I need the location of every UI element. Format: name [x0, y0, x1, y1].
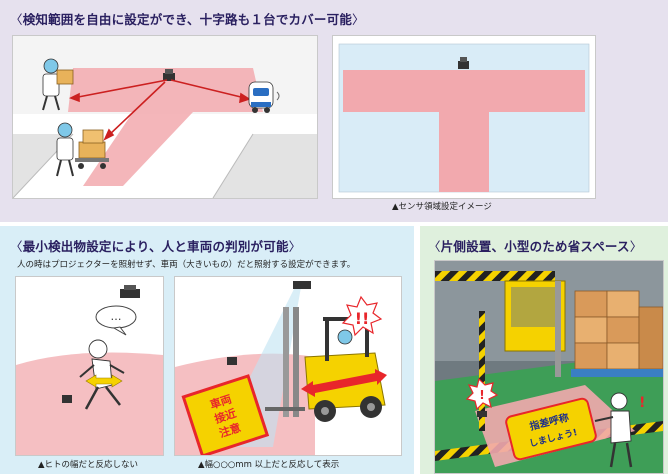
floor-sign-line-1: 車両 [208, 392, 233, 412]
floor-sign-line-3: 注意 [217, 420, 242, 440]
sensor-icon [227, 357, 237, 365]
forklift-icon [504, 280, 566, 377]
svg-text:!: ! [479, 388, 484, 402]
person-caption: ▲ヒトの幅だと反応しない [38, 460, 139, 470]
sensor-icon [458, 57, 469, 69]
projector-icon [293, 281, 311, 289]
warning-icon: ! [465, 377, 499, 411]
top-section-title: 〈検知範囲を自由に設定ができ、十字路も１台でカバー可能〉 [10, 12, 365, 27]
bottom-left-section: 〈最小検出物設定により、人と車両の判別が可能〉 人の時はプロジェクターを照射せず… [0, 226, 414, 474]
pallet-boxes [571, 290, 663, 377]
width-arrow [301, 369, 387, 397]
sensor-icon [163, 69, 175, 81]
sensor-area-zone [343, 70, 585, 192]
speech-bubble-text: … [111, 310, 122, 323]
bottom-right-section-title: 〈片側設置、小型のため省スペース〉 [428, 239, 643, 254]
crossroad-scene-illustration [12, 35, 318, 199]
person-icon [42, 58, 74, 111]
floor-pointing-sign: 指差呼称 しましょう! [505, 397, 597, 461]
floor-warning-sign: 車両 接近 注意 [181, 374, 270, 455]
floor-sign-line-2: 接近 [213, 406, 238, 426]
detection-arrows [69, 79, 251, 141]
svg-text:!!: !! [355, 309, 370, 328]
warning-icon: !! [341, 295, 383, 337]
width-arrow [85, 374, 123, 388]
warehouse-illustration: ! 指差呼称 しましょう! ! [434, 260, 664, 474]
svg-text:!: ! [639, 395, 645, 411]
sensor-area-caption: ▲センサ領域設定イメージ [392, 202, 492, 212]
bottom-left-section-title: 〈最小検出物設定により、人と車両の判別が可能〉 [10, 239, 302, 254]
forklift-caption: ▲幅○○○mm 以上だと反応して表示 [198, 460, 340, 470]
sensor-icon [62, 395, 72, 403]
forklift-detected-illustration: 車両 接近 注意 [174, 276, 402, 456]
sensor-area-illustration [332, 35, 596, 199]
person-not-detected-illustration: … [15, 276, 164, 456]
detection-zone [68, 68, 263, 186]
speech-bubble [95, 305, 137, 336]
robot-icon [248, 81, 280, 113]
person-icon: ! [594, 392, 645, 468]
projector-icon [120, 285, 140, 298]
bottom-right-section: 〈片側設置、小型のため省スペース〉 [420, 226, 668, 474]
person-with-cart-icon [56, 122, 109, 177]
bottom-left-section-subtitle: 人の時はプロジェクターを照射せず、車両（大きいもの）だと照射する設定ができます。 [17, 260, 356, 270]
top-section: 〈検知範囲を自由に設定ができ、十字路も１台でカバー可能〉 [0, 0, 668, 222]
sensor-pole-icon [477, 311, 487, 431]
